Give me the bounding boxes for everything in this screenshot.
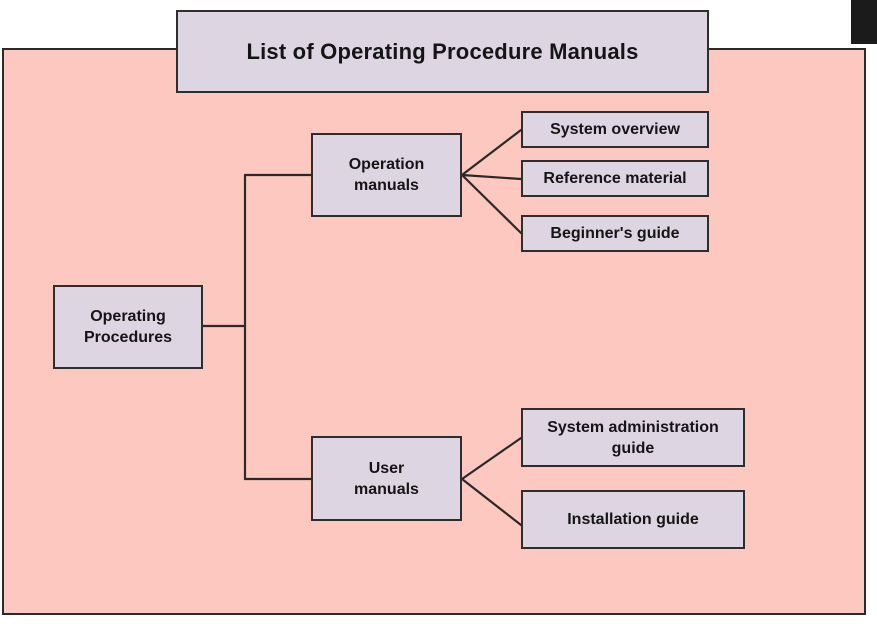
node-operating-procedures: Operating Procedures bbox=[53, 285, 203, 369]
node-label: System administration guide bbox=[547, 418, 719, 457]
node-label: System overview bbox=[550, 121, 680, 138]
diagram-title: List of Operating Procedure Manuals bbox=[246, 39, 639, 64]
node-system-overview: System overview bbox=[521, 111, 709, 148]
node-system-administration-guide: System administration guide bbox=[521, 408, 745, 467]
corner-dark-block bbox=[851, 0, 877, 44]
connector-user-sysadmin bbox=[460, 436, 523, 481]
node-operation-manuals: Operation manuals bbox=[311, 133, 462, 217]
node-label: Operating Procedures bbox=[83, 308, 173, 346]
node-label: User manuals bbox=[354, 459, 419, 498]
node-user-manuals: User manuals bbox=[311, 436, 462, 521]
connector-user-install bbox=[460, 477, 523, 527]
node-beginners-guide: Beginner's guide bbox=[521, 215, 709, 252]
connector-op-reference bbox=[460, 173, 523, 181]
connector-op-beginner bbox=[460, 173, 523, 235]
node-label: Beginner's guide bbox=[550, 225, 680, 242]
node-reference-material: Reference material bbox=[521, 160, 709, 197]
node-label: Installation guide bbox=[567, 511, 699, 528]
diagram-title-box: List of Operating Procedure Manuals bbox=[176, 10, 709, 93]
node-label: Operation manuals bbox=[348, 156, 425, 194]
node-installation-guide: Installation guide bbox=[521, 490, 745, 549]
connector-op-sys-overview bbox=[460, 128, 523, 177]
node-label: Reference material bbox=[543, 170, 687, 187]
